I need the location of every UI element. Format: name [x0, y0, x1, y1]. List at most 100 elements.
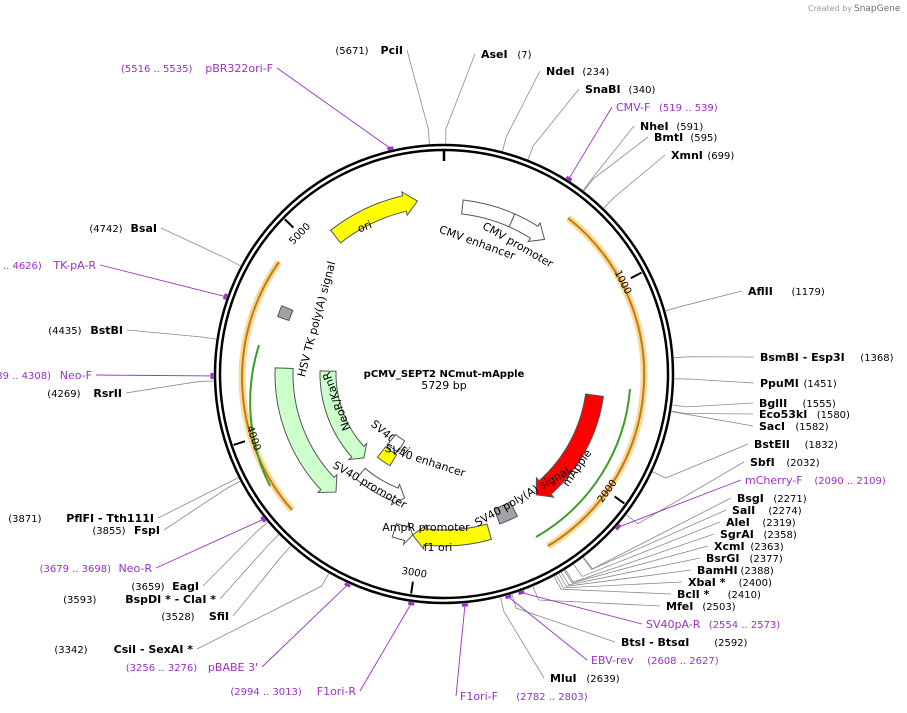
- enzyme-name-bsrgi[interactable]: BsrGI: [706, 552, 739, 565]
- primer-name-f1ori-f[interactable]: F1ori-F: [460, 690, 498, 703]
- enzyme-name-ppumi[interactable]: PpuMI: [760, 377, 799, 390]
- primer-range-f1ori-r: (2994 .. 3013): [230, 687, 302, 698]
- enzyme-position-bsteii: (1832): [805, 440, 838, 451]
- enzyme-position-csii-sexai: (3342): [54, 645, 87, 656]
- tick-label-4000: 4000: [244, 425, 263, 453]
- enzyme-name-csii-sexai[interactable]: CsiI - SexAI *: [114, 643, 194, 656]
- enzyme-name-sali[interactable]: SalI: [732, 504, 755, 517]
- enzyme-leader-pcii: [406, 49, 430, 145]
- primer-range-f1ori-f: (2782 .. 2803): [516, 692, 588, 703]
- primer-leader-f1ori-r: [359, 603, 412, 692]
- primer-leader-cmv-f: [568, 106, 613, 179]
- enzyme-position-snabi: (340): [629, 85, 656, 96]
- enzyme-name-sbfi[interactable]: SbfI: [750, 456, 775, 469]
- primer-leader-ebv-rev: [508, 596, 588, 661]
- enzyme-name-rsrii[interactable]: RsrII: [93, 387, 122, 400]
- enzyme-name-xbai[interactable]: XbaI *: [688, 576, 726, 589]
- primer-range-cmv-f: (519 .. 539): [659, 103, 718, 114]
- enzyme-name-xcmi[interactable]: XcmI: [714, 540, 745, 553]
- enzyme-name-pcii[interactable]: PciI: [381, 44, 403, 57]
- enzyme-name-bmti[interactable]: BmtI: [654, 131, 683, 144]
- enzyme-name-bsteii[interactable]: BstEII: [754, 438, 790, 451]
- primer-name-pbabe-3[interactable]: pBABE 3': [208, 661, 258, 674]
- enzyme-position-pflfi-tth111i: (3871): [8, 514, 41, 525]
- enzyme-leader-alei: [573, 521, 721, 577]
- enzyme-leader-xbai: [555, 574, 683, 589]
- enzyme-name-bcli[interactable]: BclI *: [677, 588, 710, 601]
- enzyme-position-bcli: (2410): [728, 590, 761, 601]
- primer-leader-pbr322ori-f: [276, 67, 391, 149]
- primer-name-sv40pa-r[interactable]: SV40pA-R: [646, 618, 701, 631]
- snapgene-watermark: Created by SnapGene: [808, 4, 901, 14]
- tick-mark-4000: [233, 440, 246, 446]
- enzyme-name-sgrai[interactable]: SgrAI: [720, 528, 754, 541]
- enzyme-leader-sbfi: [625, 461, 745, 525]
- enzyme-leader-rsrii: [125, 380, 215, 394]
- feature-neor-kanr-inner: [319, 370, 368, 461]
- enzyme-name-ndei[interactable]: NdeI: [546, 65, 575, 78]
- primer-name-ebv-rev[interactable]: EBV-rev: [591, 654, 634, 667]
- enzyme-leader-eco53ki: [670, 410, 754, 415]
- primer-range-pbr322ori-f: (5516 .. 5535): [121, 64, 193, 75]
- enzyme-name-xmni[interactable]: XmnI: [671, 149, 703, 162]
- primer-name-f1ori-r[interactable]: F1ori-R: [317, 685, 357, 698]
- enzyme-name-eagi[interactable]: EagI: [172, 580, 199, 593]
- enzyme-name-bsai[interactable]: BsaI: [131, 222, 157, 235]
- enzyme-name-alei[interactable]: AleI: [726, 516, 750, 529]
- enzyme-name-bglii[interactable]: BglII: [759, 397, 787, 410]
- enzyme-name-mlui[interactable]: MluI: [550, 672, 577, 685]
- enzyme-position-bsrgi: (2377): [750, 554, 783, 565]
- enzyme-leader-pflfi-tth111i: [157, 477, 239, 519]
- primer-leader-neo-r: [155, 519, 264, 569]
- feature-label-ampr-promoter: AmpR promoter: [382, 521, 470, 534]
- enzyme-position-bamhi: (2388): [741, 566, 774, 577]
- enzyme-position-alei: (2319): [762, 518, 795, 529]
- enzyme-position-bmti: (595): [690, 133, 717, 144]
- enzyme-leader-aflii: [665, 290, 743, 312]
- primer-name-pbr322ori-f[interactable]: pBR322ori-F: [205, 62, 273, 75]
- primer-name-neo-f[interactable]: Neo-F: [60, 369, 92, 382]
- primer-range-mcherry-f: (2090 .. 2109): [814, 476, 886, 487]
- primer-name-neo-r[interactable]: Neo-R: [118, 562, 152, 575]
- enzyme-position-sfii: (3528): [161, 612, 194, 623]
- enzyme-leader-mfei: [532, 586, 661, 607]
- primer-range-ebv-rev: (2608 .. 2627): [647, 656, 719, 667]
- enzyme-name-aflii[interactable]: AflII: [748, 285, 773, 298]
- enzyme-name-fspi[interactable]: FspI: [134, 524, 160, 537]
- feature-sv40-ori: [376, 446, 398, 467]
- enzyme-name-eco53ki[interactable]: Eco53kI: [759, 408, 807, 421]
- feature-mApple: [535, 393, 604, 498]
- enzyme-name-snabi[interactable]: SnaBI: [585, 83, 621, 96]
- enzyme-position-nhei: (591): [676, 122, 703, 133]
- enzyme-name-pflfi-tth111i[interactable]: PflFI - Tth111I: [66, 512, 154, 525]
- enzyme-name-saci[interactable]: SacI: [759, 420, 785, 433]
- primer-leader-tk-pa-r: [99, 264, 226, 298]
- enzyme-leader-xmni: [603, 154, 666, 209]
- enzyme-position-ndei: (234): [582, 67, 609, 78]
- enzyme-leader-csii-sexai: [196, 572, 330, 650]
- enzyme-position-bsgi: (2271): [773, 494, 806, 505]
- tick-mark-5000: [284, 218, 295, 229]
- enzyme-name-asei[interactable]: AseI: [481, 48, 508, 61]
- tick-label-3000: 3000: [401, 566, 428, 581]
- enzyme-name-mfei[interactable]: MfeI: [666, 600, 693, 613]
- primer-name-mcherry-f[interactable]: mCherry-F: [745, 474, 803, 487]
- tick-mark-1000: [630, 271, 642, 280]
- enzyme-name-bstbi[interactable]: BstBI: [90, 324, 123, 337]
- enzyme-name-nhei[interactable]: NheI: [640, 120, 669, 133]
- primer-range-sv40pa-r: (2554 .. 2573): [709, 620, 781, 631]
- primer-name-cmv-f[interactable]: CMV-F: [616, 101, 650, 114]
- enzyme-position-mlui: (2639): [586, 674, 619, 685]
- backbone-outer-ring: [213, 143, 675, 605]
- enzyme-leader-sgrai: [564, 533, 715, 583]
- feature-label-ori: ori: [356, 218, 374, 235]
- enzyme-name-btsi-bts-i[interactable]: BtsI - BtsαI: [621, 636, 689, 649]
- enzyme-name-bamhi[interactable]: BamHI: [697, 564, 738, 577]
- primer-name-tk-pa-r[interactable]: TK-pA-R: [52, 259, 96, 272]
- enzyme-name-bsgi[interactable]: BsgI: [737, 492, 764, 505]
- enzyme-name-bsmbi-esp3i[interactable]: BsmBI - Esp3I: [760, 351, 845, 364]
- enzyme-name-bspdi-clai[interactable]: BspDI * - ClaI *: [125, 593, 216, 606]
- tick-mark-2000: [614, 495, 625, 505]
- enzyme-name-sfii[interactable]: SfiI: [209, 610, 229, 623]
- feature-sv40-enhancer: [386, 433, 406, 453]
